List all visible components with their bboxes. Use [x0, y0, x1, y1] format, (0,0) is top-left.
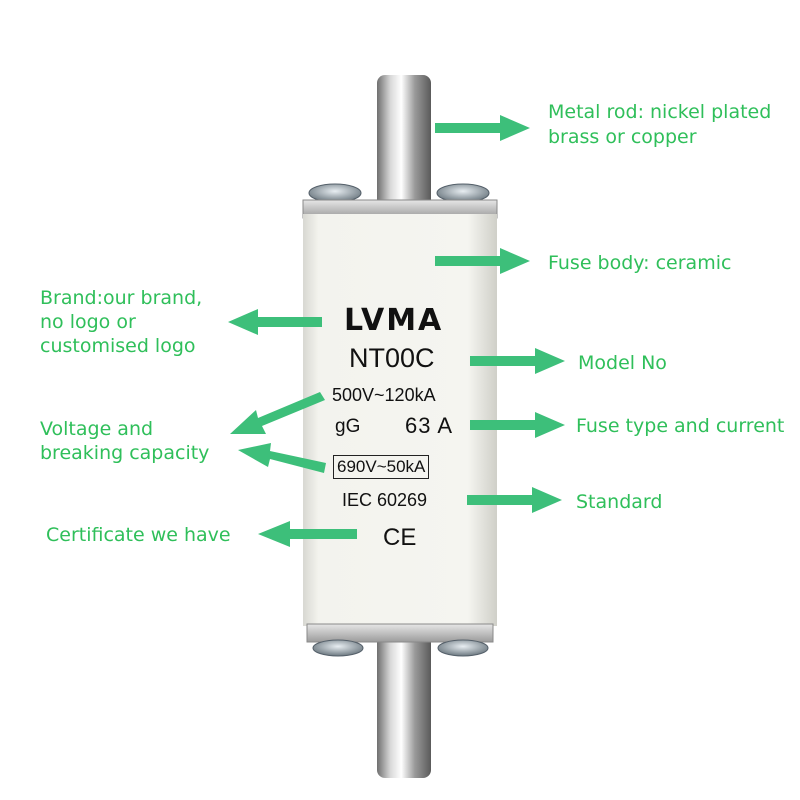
bottom-left-screw [312, 639, 364, 657]
arrow-fuse-type [470, 412, 565, 438]
fuse-brand-logo: LVMA [344, 303, 444, 338]
fuse-standard-text: IEC 60269 [342, 490, 428, 510]
label-standard: Standard [576, 491, 663, 513]
arrow-voltage-lower [238, 443, 326, 473]
label-certificate: Certificate we have [46, 524, 231, 546]
ceramic-body [303, 214, 497, 626]
label-fuse-type: Fuse type and current [576, 415, 785, 437]
arrow-brand [228, 309, 322, 335]
label-voltage-line2: breaking capacity [40, 442, 210, 464]
ce-mark: CE [383, 524, 417, 551]
arrow-model-no [470, 348, 565, 374]
bottom-metal-rod [377, 630, 431, 778]
label-model-no: Model No [578, 352, 667, 374]
label-brand-line3: customised logo [40, 335, 196, 357]
fuse-rating-500v: 500V~120kA [332, 385, 436, 405]
bottom-right-screw [437, 639, 489, 657]
bottom-contact-plate [306, 623, 494, 643]
label-brand-line2: no logo or [40, 311, 136, 333]
arrow-fuse-body [435, 248, 530, 274]
fuse-rating-690v: 690V~50kA [333, 455, 430, 479]
label-fuse-body: Fuse body: ceramic [548, 252, 732, 274]
label-voltage-line1: Voltage and [40, 418, 154, 440]
fuse-type-text: gG [335, 416, 361, 437]
label-metal-rod-line2: brass or copper [548, 126, 697, 148]
arrow-certificate [258, 521, 357, 547]
label-brand-line1: Brand:our brand, [40, 287, 203, 309]
top-left-screw [308, 183, 362, 203]
arrow-voltage-upper [230, 392, 325, 434]
fuse-current-text: 63 A [405, 413, 454, 438]
callout-arrows [228, 115, 565, 547]
top-metal-rod [377, 75, 431, 215]
top-right-screw [436, 183, 490, 203]
arrow-metal-rod [435, 115, 530, 141]
arrow-standard [467, 487, 562, 513]
fuse-model-text: NT00C [349, 343, 435, 373]
label-metal-rod-line1: Metal rod: nickel plated [548, 101, 772, 123]
